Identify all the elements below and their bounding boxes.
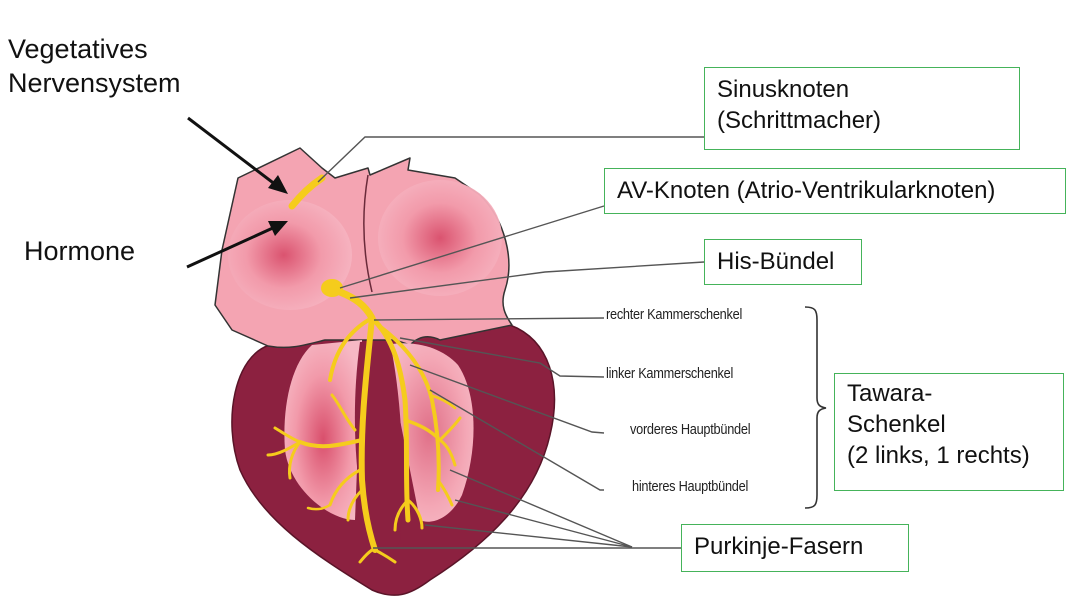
leader-lines [317,136,705,549]
conduction-system [266,174,462,564]
tawara-line2: Schenkel [847,411,946,438]
input-arrows [186,116,288,269]
vns-label: Vegetatives Nervensystem [8,32,181,100]
label-vorderes-hauptbuendel: vorderes Hauptbündel [630,422,751,438]
label-hinteres-hauptbuendel: hinteres Hauptbündel [632,479,749,495]
his-buendel-text: His-Bündel [717,248,835,275]
tawara-line3: (2 links, 1 rechts) [847,442,1030,469]
vns-label-line2: Nervensystem [8,68,181,98]
purkinje-text: Purkinje-Fasern [694,533,864,560]
hormone-label: Hormone [24,236,136,266]
tawara-line1: Tawara- [847,380,933,407]
sinusknoten-box: Sinusknoten (Schrittmacher) [704,67,1020,150]
his-buendel-box: His-Bündel [704,239,862,285]
label-linker-kammerschenkel: linker Kammerschenkel [606,366,734,382]
sinusknoten-line2: (Schrittmacher) [717,107,882,134]
av-knoten-text: AV-Knoten (Atrio-Ventrikularknoten) [617,177,996,204]
sinusknoten-line1: Sinusknoten [717,76,850,103]
purkinje-box: Purkinje-Fasern [681,524,909,572]
right-ventricle-cavity [284,340,362,520]
tawara-box: Tawara- Schenkel (2 links, 1 rechts) [834,373,1064,491]
tawara-bracket [804,306,827,509]
vns-label-line1: Vegetatives [8,34,148,64]
av-knoten-box: AV-Knoten (Atrio-Ventrikularknoten) [604,168,1066,214]
label-rechter-kammerschenkel: rechter Kammerschenkel [606,307,743,323]
